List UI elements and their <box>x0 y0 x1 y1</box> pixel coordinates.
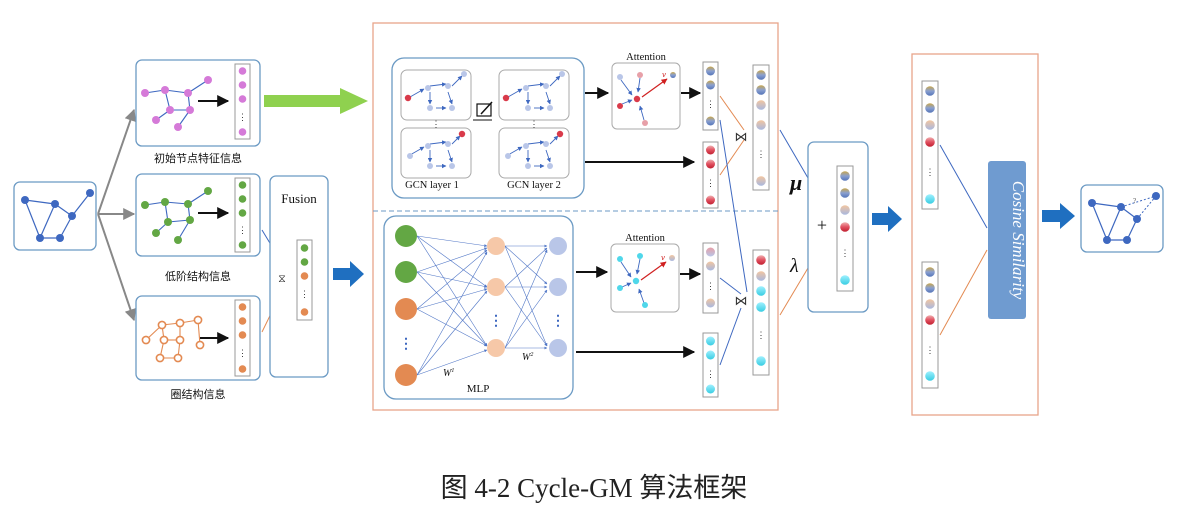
fusion-panel: Fusion ⧖ ⋮ <box>269 175 329 378</box>
vector-concat-bottom: ⋮ <box>752 249 770 376</box>
gcn-layer1-label: GCN layer 1 <box>405 180 459 191</box>
similarity-panel: ⋮ ⋮ Cosine Similarity <box>911 53 1039 416</box>
mlp-ellipsis: ⋮ <box>399 336 413 352</box>
initial-features-label: 初始节点特征信息 <box>154 151 242 165</box>
vector-gcn: ⋮ <box>702 141 719 209</box>
output-graph-panel: ? <box>1080 184 1164 253</box>
vector-mlp: ⋮ <box>702 332 719 398</box>
weight-w2: W2 <box>522 352 533 363</box>
attention-bottom-label: Attention <box>625 233 665 244</box>
mu-symbol: μ <box>789 170 802 195</box>
encoder-orange-frame <box>372 22 779 411</box>
join-symbol-top: ⋈ <box>735 130 748 145</box>
attention-weight-mark: v <box>662 71 666 79</box>
low-order-panel: ⋮ <box>135 173 261 257</box>
attention-bottom-panel: Attention v <box>610 233 680 313</box>
vector-ellipsis: ⋮ <box>757 331 766 341</box>
vector-ellipsis: ⋮ <box>238 113 247 123</box>
cosine-similarity-label: Cosine Similarity <box>1009 181 1028 300</box>
vector-concat-top: ⋮ <box>752 64 770 191</box>
ring-structure-panel: ⋮ <box>135 295 261 381</box>
ring-structure-label: 圈结构信息 <box>171 387 226 401</box>
gcn-graph-box <box>498 127 570 179</box>
vector-ellipsis: ⋮ <box>238 349 247 359</box>
plus-symbol: + <box>817 215 827 235</box>
vector-gcn-attention: ⋮ <box>702 61 719 131</box>
branch-arrows <box>97 108 137 322</box>
mu-lambda-lines <box>719 119 809 316</box>
gcn-panel: ⋮ ⋮ GCN layer 1 GCN layer 2 <box>391 57 585 199</box>
fusion-join-symbol: ⧖ <box>278 272 286 285</box>
output-question-mark: ? <box>1133 198 1136 205</box>
vector-ellipsis: ⋮ <box>238 226 247 236</box>
blue-arrow-to-similarity <box>872 206 902 232</box>
input-graph-panel <box>13 181 97 251</box>
vector-ellipsis: ⋮ <box>706 100 715 110</box>
blue-arrow-to-mlp <box>333 261 364 287</box>
gcn-graph-box <box>400 127 472 179</box>
attention-top-label: Attention <box>626 52 666 63</box>
join-symbol-bottom: ⋈ <box>735 294 748 309</box>
attention-weight-mark: v <box>661 254 665 262</box>
pen-on-paper-icon <box>473 101 493 121</box>
cosine-similarity-box <box>988 161 1026 319</box>
vector-ellipsis: ⋮ <box>706 370 715 380</box>
gcn-graph-box <box>498 69 570 121</box>
combined-panel: + ⋮ <box>807 141 869 313</box>
vector-ellipsis: ⋮ <box>926 168 935 178</box>
mlp-ellipsis: ⋮ <box>551 313 565 329</box>
initial-feature-panel: ⋮ <box>135 59 261 147</box>
low-order-label: 低阶结构信息 <box>165 269 231 283</box>
lambda-symbol: λ <box>789 255 799 277</box>
vector-ellipsis: ⋮ <box>926 346 935 356</box>
mlp-panel: ⋮ ⋮ ⋮ W1 W2 MLP <box>383 215 574 400</box>
fusion-label: Fusion <box>281 191 317 206</box>
gcn-graph-box <box>400 69 472 121</box>
vector-ellipsis: ⋮ <box>757 150 766 160</box>
vector-ellipsis: ⋮ <box>706 179 715 189</box>
blue-arrow-to-output <box>1042 203 1075 229</box>
vector-ellipsis: ⋮ <box>706 282 715 292</box>
vector-ellipsis: ⋮ <box>300 290 309 300</box>
mlp-ellipsis: ⋮ <box>489 313 503 329</box>
gcn-ellipsis: ⋮ <box>530 120 539 130</box>
figure-caption: 图 4-2 Cycle-GM 算法框架 <box>440 473 748 503</box>
concat-lines-top <box>719 95 745 176</box>
weight-w1: W1 <box>443 368 454 379</box>
mlp-label: MLP <box>467 383 490 395</box>
concat-lines-bottom <box>719 277 742 366</box>
attention-top-panel: Attention v <box>611 52 681 130</box>
gcn-ellipsis: ⋮ <box>432 120 441 130</box>
green-arrow <box>264 88 368 114</box>
vector-mlp-attention: ⋮ <box>702 242 719 314</box>
vector-ellipsis: ⋮ <box>841 249 850 259</box>
gcn-layer2-label: GCN layer 2 <box>507 180 561 191</box>
